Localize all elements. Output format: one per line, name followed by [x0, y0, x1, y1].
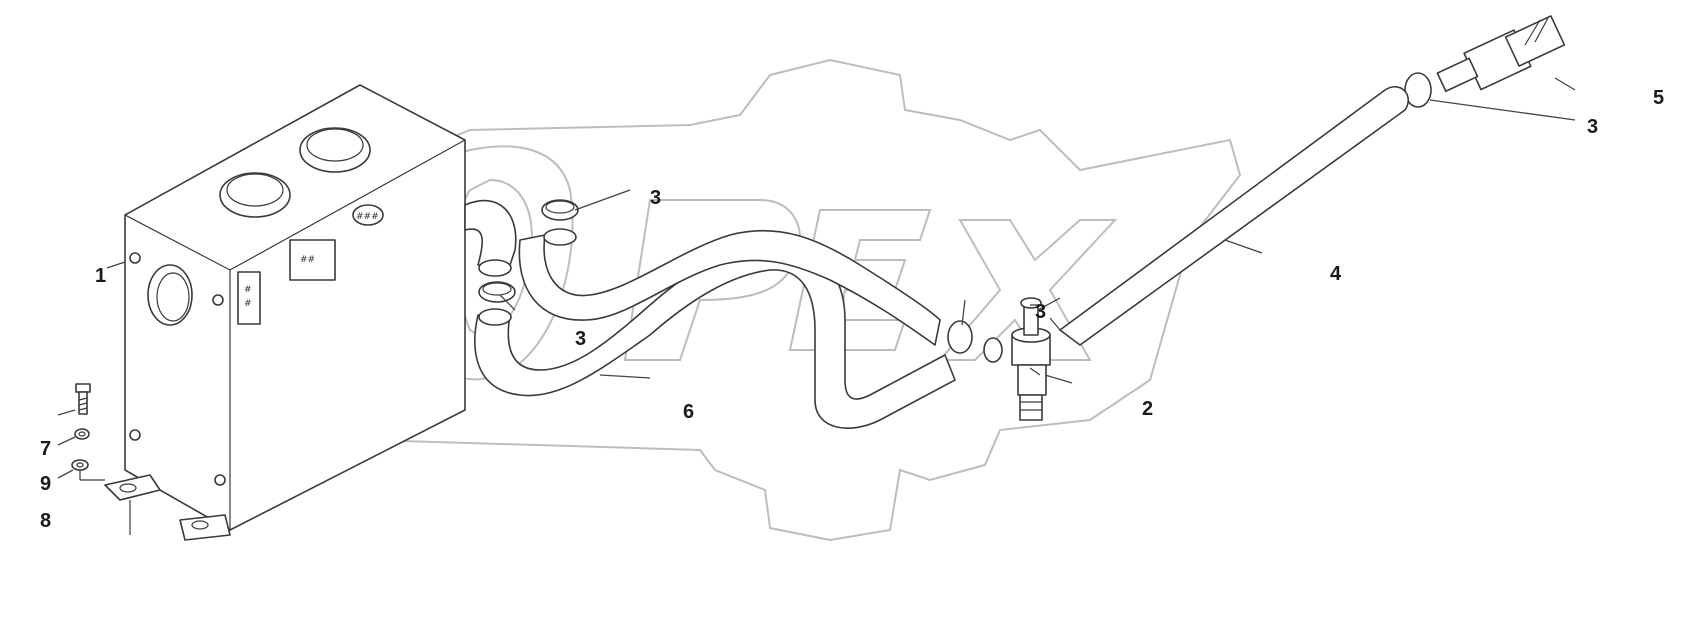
callout-7: 7: [40, 438, 51, 460]
callout-2: 2: [1142, 398, 1153, 420]
callout-3d: 3: [1587, 116, 1598, 138]
leader-lines: [57, 77, 1576, 479]
svg-text:###: ###: [356, 212, 379, 222]
callout-3c: 3: [1035, 301, 1046, 323]
washer-8: [71, 459, 89, 471]
housing-box: ### ## # #: [104, 84, 466, 541]
bolt-7: [75, 383, 91, 415]
hose-6: [464, 199, 956, 429]
callout-5: 5: [1653, 87, 1664, 109]
clamp-3b: [478, 281, 516, 303]
valve-2: [983, 297, 1061, 421]
svg-text:##: ##: [300, 255, 315, 265]
callout-1: 1: [95, 265, 106, 287]
clamp-3c: [947, 320, 973, 354]
fitting-5: [1436, 15, 1566, 93]
clamp-3d: [1404, 72, 1432, 108]
callout-3a: 3: [650, 187, 661, 209]
svg-text:#: #: [244, 285, 252, 295]
pipe-ends: [478, 228, 577, 326]
nut-9: [74, 428, 90, 440]
callout-8: 8: [40, 510, 51, 532]
callout-9: 9: [40, 473, 51, 495]
callout-3b: 3: [575, 328, 586, 350]
callout-6: 6: [683, 401, 694, 423]
svg-text:#: #: [244, 299, 252, 309]
clamp-3a: [541, 199, 579, 221]
callout-4: 4: [1330, 263, 1342, 285]
tube-4: [1049, 86, 1409, 346]
